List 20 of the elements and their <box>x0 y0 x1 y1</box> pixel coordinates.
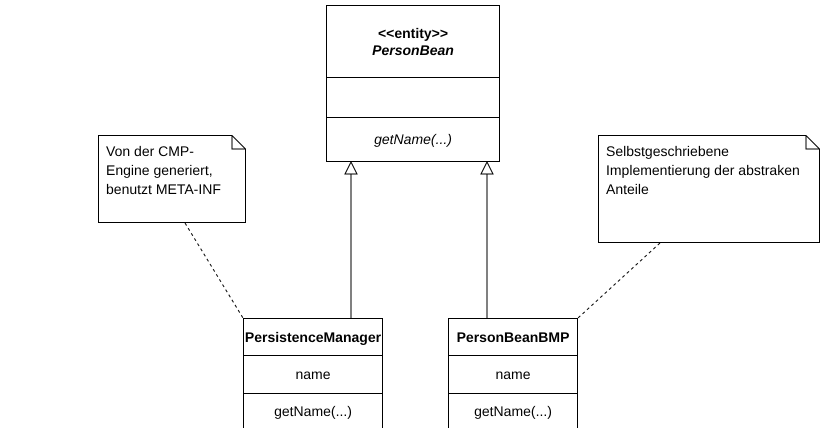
note-connector <box>578 242 660 318</box>
note-box <box>598 135 820 243</box>
attribute-name: name <box>295 366 331 383</box>
note-text: Selbstgeschriebene Implementierung der abstraken Anteile <box>606 142 801 199</box>
class-box <box>326 5 500 162</box>
stereotype-label: <<entity>> <box>378 24 448 42</box>
operation-name: getName(...) <box>374 130 452 148</box>
operation-name: getName(...) <box>274 402 352 420</box>
note-box <box>98 135 246 223</box>
class-name: PersistenceManager <box>244 328 382 346</box>
class-box <box>448 318 578 428</box>
attribute-name: name <box>495 366 531 383</box>
generalization-arrow <box>344 162 358 318</box>
generalization-arrow <box>480 162 494 318</box>
class-name: PersonBean <box>372 42 454 59</box>
operation-name: getName(...) <box>474 402 552 420</box>
note-connector <box>184 222 244 318</box>
note-text: Von der CMP-Engine generiert, benutzt META-INF <box>106 142 222 199</box>
class-box <box>243 318 383 428</box>
class-name: PersonBeanBMP <box>456 328 570 346</box>
